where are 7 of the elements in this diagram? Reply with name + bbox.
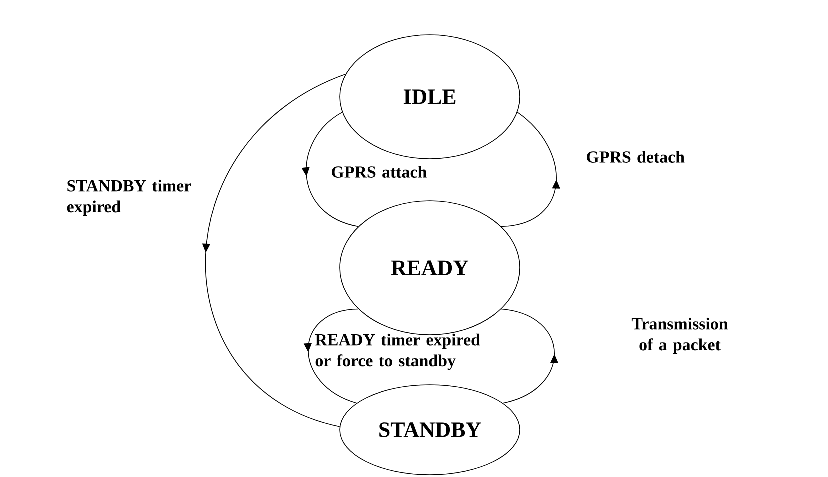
edge-label: STANDBY timer expired [67,180,192,216]
arrow [302,112,359,228]
edge-label: GPRS detach [587,151,685,163]
edge-label: READY timer expired or force to standby [316,334,480,370]
edge-label: GPRS attach [332,166,427,178]
edge-label: Transmission of a packet [632,318,728,354]
arrow [501,112,560,228]
